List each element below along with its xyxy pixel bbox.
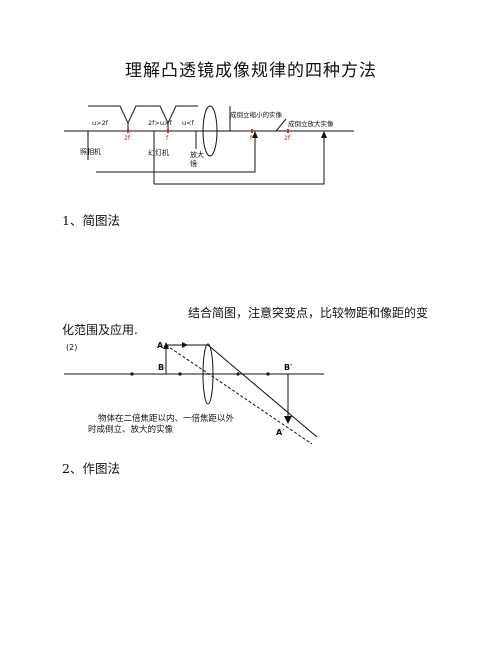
ray-diagram: (2) A B B′ A′ 物体在二倍焦距以内、一倍焦距以外 时成倒立、放大的实… [64,341,324,445]
arrowhead-projector [321,131,327,138]
paragraph-line-2: 化范围及应用. [62,323,138,337]
focal-point-f-right [236,372,240,376]
region-label-between: 2f>u>f [148,119,172,127]
section-heading-ray-drawing: 2、作图法 [62,461,120,476]
app-label-projector: 幻灯机 [148,148,169,157]
focal-point-2f-right [266,372,270,376]
section-heading-simple-diagram: 1、简图法 [62,213,120,228]
axis-mark-f-right: f [250,135,253,142]
convex-lens [202,343,214,405]
axis-mark-2f-left: 2f [124,135,131,142]
explanation-paragraph: 结合简图，注意突变点，比较物距和像距的变 化范围及应用. [62,305,447,339]
image-arrowhead [284,416,292,424]
image-label-reduced: 成倒立缩小的实像 [230,110,283,119]
caption-line-1: 物体在二倍焦距以内、一倍焦距以外 [98,413,235,424]
region-label-u-lt-f: u<f [182,119,195,127]
app-label-camera: 照相机 [80,147,101,156]
image-label-enlarged: 成倒立放大实像 [288,119,334,128]
arrowhead-camera [252,131,258,138]
camera-to-image-line [96,133,256,173]
focal-point-2f-left [130,372,134,376]
tick-2f-right [287,129,289,133]
tick-2f-left [127,129,129,133]
paragraph-line-1: 结合简图，注意突变点，比较物距和像距的变 [188,306,429,320]
projector-to-image-line [154,133,325,185]
tick-f-right [251,129,253,133]
object-arrowhead [163,342,169,349]
label-B: B [158,363,164,372]
label-A: A [157,341,164,350]
refracted-ray [207,344,318,438]
page-title: 理解凸透镜成像规律的四种方法 [125,61,377,81]
label-A-prime: A′ [276,428,284,437]
caption-line-2: 时成倒立、放大的实像 [88,424,174,435]
diagram-tag: (2) [66,343,77,352]
ray-arrowhead [182,342,188,348]
imaging-summary-diagram: u>2f 2f>u>f u<f 2f f f 2f 成倒立缩小的实像 成倒立放大… [64,105,354,185]
region-outline [88,105,198,125]
app-label-magnifier: 放大 镜 [190,150,206,168]
region-label-u-gt-2f: u>2f [92,119,109,127]
axis-mark-2f-right: 2f [284,135,291,142]
tick-f-left [167,129,169,133]
focal-point-f-left [178,372,182,376]
marker-right-2f-hook [275,118,287,132]
axis-mark-f-left: f [166,135,169,142]
label-B-prime: B′ [284,363,292,372]
center-ray [165,344,313,445]
lens [202,105,218,157]
